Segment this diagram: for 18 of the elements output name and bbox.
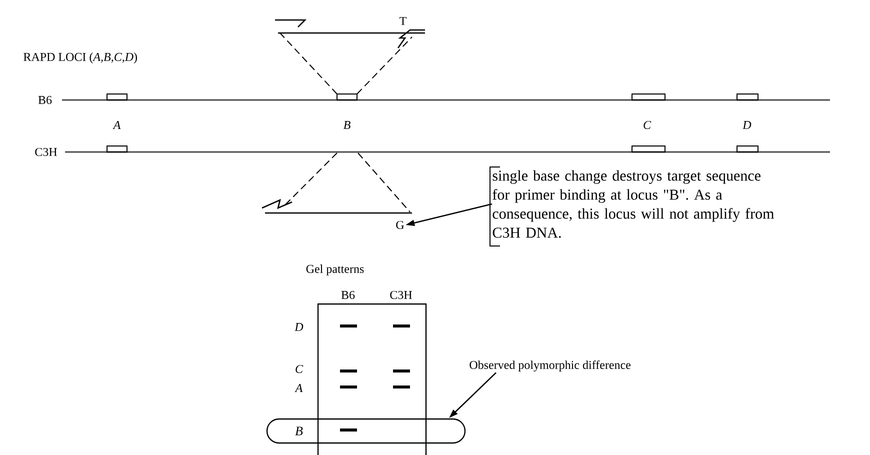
lane-label: B6 (341, 290, 355, 300)
note-text: Observed polymorphic difference (470, 360, 631, 372)
locus-letter: C (644, 120, 652, 130)
base-letter: G (396, 220, 404, 230)
highlight-capsule: B (266, 418, 466, 444)
strand-letter: T (400, 17, 406, 25)
strain-label: B6 (38, 96, 52, 104)
lane-label: C3H (390, 290, 412, 300)
strain-label: C3H (35, 148, 57, 156)
note-bracket: single base change destroys target sequence for primer binding at locus "B". As a consequence, this locus will not amplify from C3H DNA. (490, 166, 774, 246)
locus-letter: D (742, 121, 752, 129)
band-letter: C (296, 364, 304, 374)
band-letter: A (294, 384, 303, 392)
gel-title: Gel patterns (306, 264, 364, 276)
band-letter: D (294, 323, 304, 331)
locus-letter: B (343, 121, 350, 129)
locus-letter: A (112, 121, 121, 129)
heading: RAPD LOCI (A,B,C,D) (24, 52, 137, 64)
